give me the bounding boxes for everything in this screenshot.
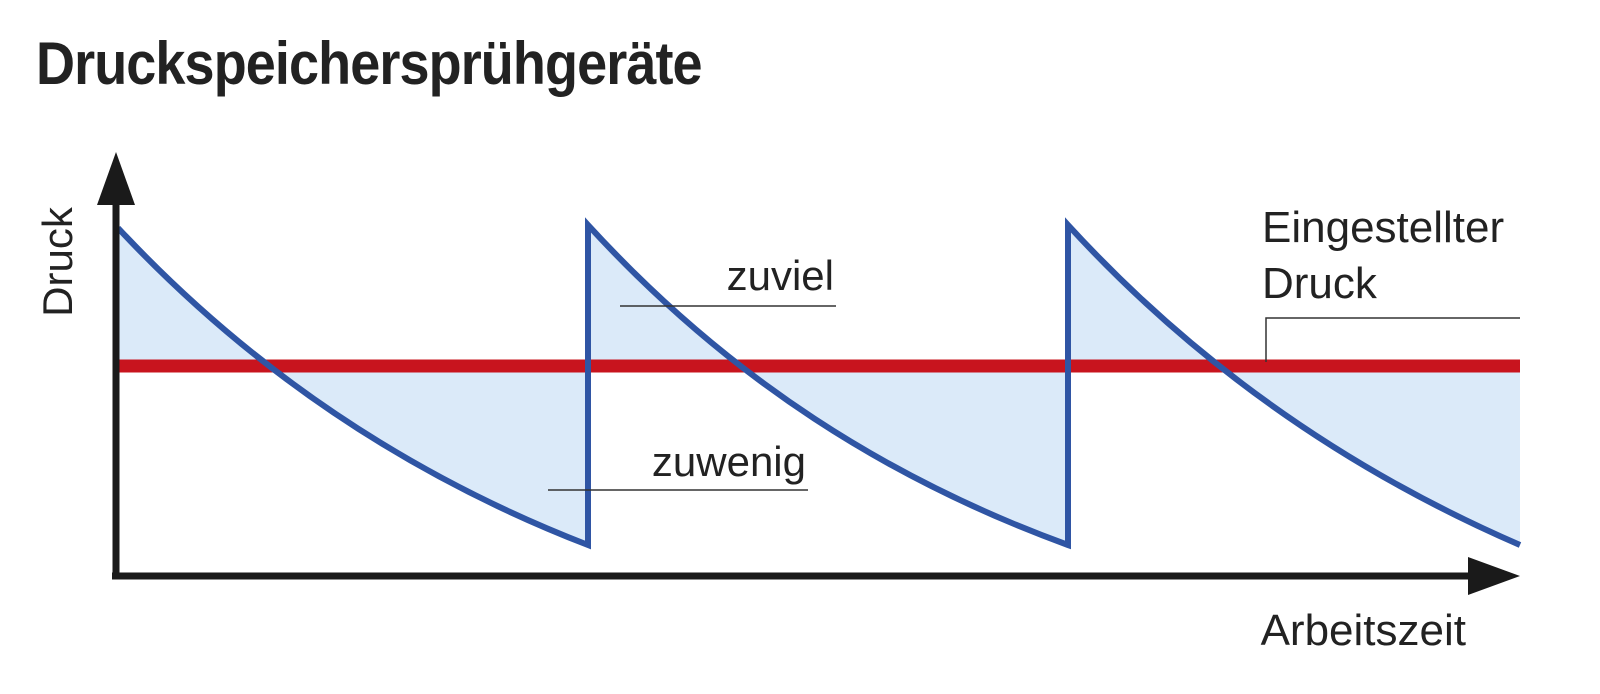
x-axis-label: Arbeitszeit <box>1261 606 1466 655</box>
set-pressure-leader <box>1265 317 1520 362</box>
x-axis-arrow <box>1468 557 1520 595</box>
deviation-areas <box>118 225 1520 545</box>
set-pressure-label-line2: Druck <box>1262 259 1378 308</box>
y-axis-arrow <box>97 152 135 205</box>
y-axis-label: Druck <box>34 206 81 317</box>
pressure-curve <box>115 217 1522 550</box>
too-much-label: zuviel <box>727 252 834 299</box>
too-little-label: zuwenig <box>652 438 806 485</box>
set-pressure-label-line1: Eingestellter <box>1262 203 1504 252</box>
deviation-area-3 <box>1068 225 1520 545</box>
deviation-area-2 <box>588 225 1068 545</box>
deviation-area-1 <box>118 228 588 545</box>
diagram-title: Druckspeichersprühgeräte <box>36 30 703 97</box>
